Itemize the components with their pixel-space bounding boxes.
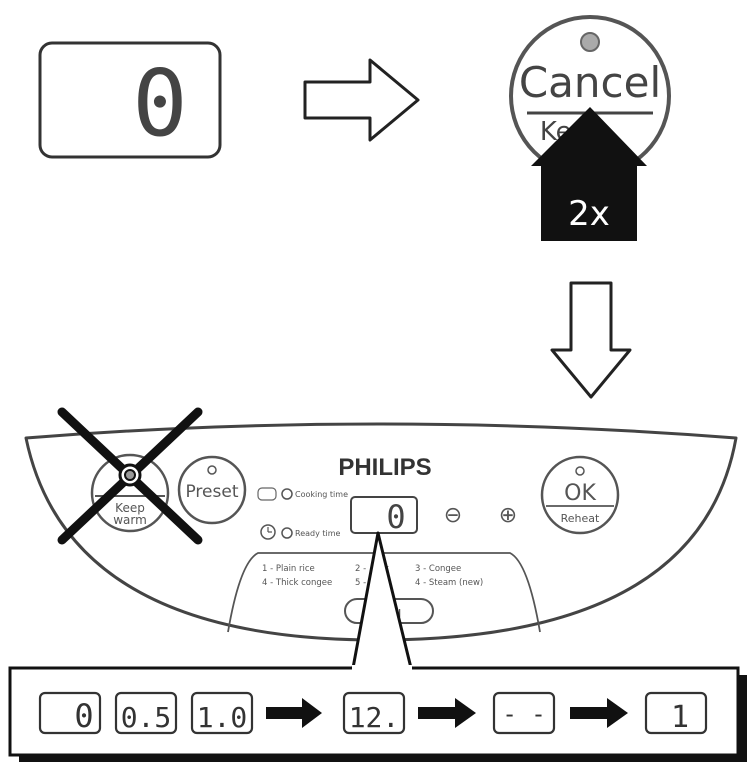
sequence-display: 0 [38, 691, 102, 735]
sequence-display: 0.5 [114, 691, 178, 735]
down-arrow-icon [550, 281, 632, 399]
sequence-arrow-icon [570, 698, 628, 728]
keep-warm-button[interactable]: Keep warm [90, 453, 170, 533]
minus-button[interactable]: ⊖ [444, 503, 462, 528]
program-item: 3 - Congee [415, 564, 461, 574]
panel-display: 0 [350, 496, 418, 536]
keep-warm-line2: warm [113, 513, 147, 527]
initial-display: 0 [38, 41, 222, 159]
sequence-display: 1.0 [190, 691, 254, 735]
ok-label: OK [564, 481, 596, 506]
sequence-display: 1 [644, 691, 708, 735]
control-panel: PHILIPS Keep warm Preset Cooking time [24, 407, 738, 642]
preset-label: Preset [185, 482, 238, 502]
keep-warm-line1: Keep [115, 501, 145, 515]
cooking-time-indicator: Cooking time [257, 487, 348, 501]
ok-button[interactable]: OK Reheat [540, 455, 620, 535]
cancel-button-label: Cancel [519, 58, 661, 107]
ready-time-label: Ready time [295, 529, 341, 538]
sequence-display-value: 0.5 [121, 701, 172, 734]
sequence-display: - - [492, 691, 556, 735]
sequence-display-value: 0 [74, 697, 93, 735]
indicator-led-icon [580, 32, 600, 52]
reheat-label: Reheat [561, 512, 600, 525]
initial-display-value: 0 [132, 50, 187, 157]
cooking-time-icon [257, 487, 277, 501]
display-sequence: 0 0.5 1.0 12. - - 1 [38, 691, 708, 735]
press-count: 2x [568, 194, 610, 234]
sequence-arrow-icon [418, 698, 476, 728]
press-arrow-icon: 2x [531, 107, 647, 241]
cooking-time-label: Cooking time [295, 490, 348, 499]
sequence-display-value: 1 [671, 700, 689, 735]
cross-mark-icon [57, 407, 203, 545]
program-item: 4 - Thick congee [262, 578, 332, 588]
brand-logo: PHILIPS [338, 454, 431, 481]
callout-gap [352, 665, 412, 671]
program-item: 1 - Plain rice [262, 564, 315, 574]
program-item: 4 - Steam (new) [415, 578, 483, 588]
sequence-display-value: - - [502, 700, 545, 728]
right-arrow-icon [303, 58, 420, 142]
panel-display-value: 0 [386, 498, 405, 536]
preset-button[interactable]: Preset [177, 455, 247, 525]
sequence-display-value: 12. [349, 701, 400, 734]
sequence-display-value: 1.0 [197, 701, 248, 734]
sequence-arrow-icon [266, 698, 322, 728]
sequence-display: 12. [342, 691, 406, 735]
ready-time-indicator: Ready time [260, 524, 341, 540]
plus-button[interactable]: ⊕ [499, 503, 517, 528]
